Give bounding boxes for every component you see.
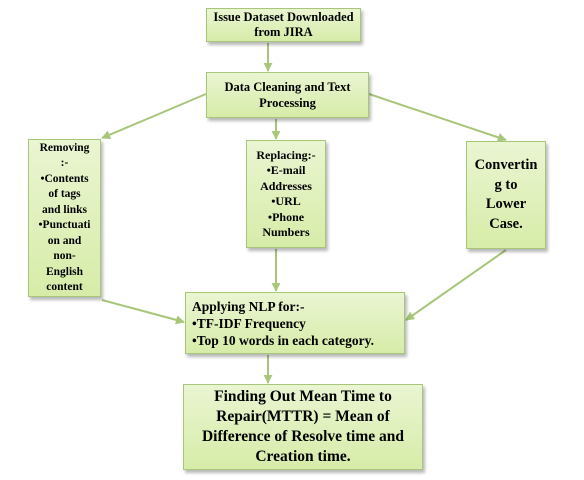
- removing-line-9: English: [45, 265, 84, 278]
- removing-line-6: •Punctuati: [38, 219, 91, 231]
- replacing-line-6: Numbers: [262, 225, 310, 239]
- removing-line-4: of tags: [48, 188, 81, 200]
- replacing-line-5: •Phone: [267, 209, 305, 224]
- removing-line-2: :-: [60, 157, 69, 169]
- converting-line-1: Convertin: [474, 157, 538, 173]
- arrow-removing-to-nlp: [101, 299, 185, 325]
- removing-line-3: •Contents: [40, 172, 89, 185]
- arrow-cleaning-to-converting: [368, 93, 507, 142]
- arrow-cleaning-to-removing: [101, 93, 207, 139]
- removing-line-1: Removing: [39, 141, 90, 154]
- download-line-2: from JIRA: [254, 25, 313, 39]
- removing-line-8: non-: [53, 250, 76, 262]
- download-line-1: Issue Dataset Downloaded: [213, 10, 354, 24]
- mttr-step-box: Finding Out Mean Time to Repair(MTTR) = …: [183, 384, 423, 470]
- converting-step-box: Convertin g to Lower Case.: [466, 141, 546, 249]
- removing-line-5: and links: [41, 203, 88, 216]
- cleaning-line-1: Data Cleaning and Text: [224, 80, 351, 94]
- mttr-line-1: Finding Out Mean Time to: [214, 388, 392, 405]
- nlp-line-2: •TF-IDF Frequency: [192, 315, 306, 331]
- cleaning-step-box: Data Cleaning and Text Processing: [206, 72, 369, 118]
- cleaning-line-2: Processing: [259, 96, 316, 110]
- mttr-line-3: Difference of Resolve time and: [201, 428, 404, 445]
- mttr-line-4: Creation time.: [255, 448, 351, 465]
- converting-line-3: Lower: [485, 196, 527, 212]
- converting-line-2: g to: [494, 176, 518, 193]
- replacing-step-box: Replacing:- •E-mail Addresses •URL •Phon…: [246, 140, 326, 248]
- replacing-line-3: Addresses: [260, 178, 312, 193]
- replacing-line-1: Replacing:-: [256, 147, 316, 162]
- replacing-line-2: •E-mail: [266, 163, 306, 177]
- converting-line-4: Case.: [489, 215, 523, 232]
- replacing-line-4: •URL: [271, 194, 301, 208]
- arrow-converting-to-nlp: [405, 249, 507, 321]
- removing-line-10: content: [46, 281, 83, 293]
- mttr-line-2: Repair(MTTR) = Mean of: [216, 408, 390, 425]
- nlp-line-3: •Top 10 words in each category.: [192, 332, 374, 348]
- nlp-line-1: Applying NLP for:-: [192, 298, 305, 314]
- removing-step-box: Removing :- •Contents of tags and links …: [28, 139, 101, 297]
- download-step-box: Issue Dataset Downloaded from JIRA: [206, 8, 361, 42]
- nlp-step-box: Applying NLP for:- •TF-IDF Frequency •To…: [185, 292, 405, 354]
- removing-line-7: on and: [47, 234, 82, 247]
